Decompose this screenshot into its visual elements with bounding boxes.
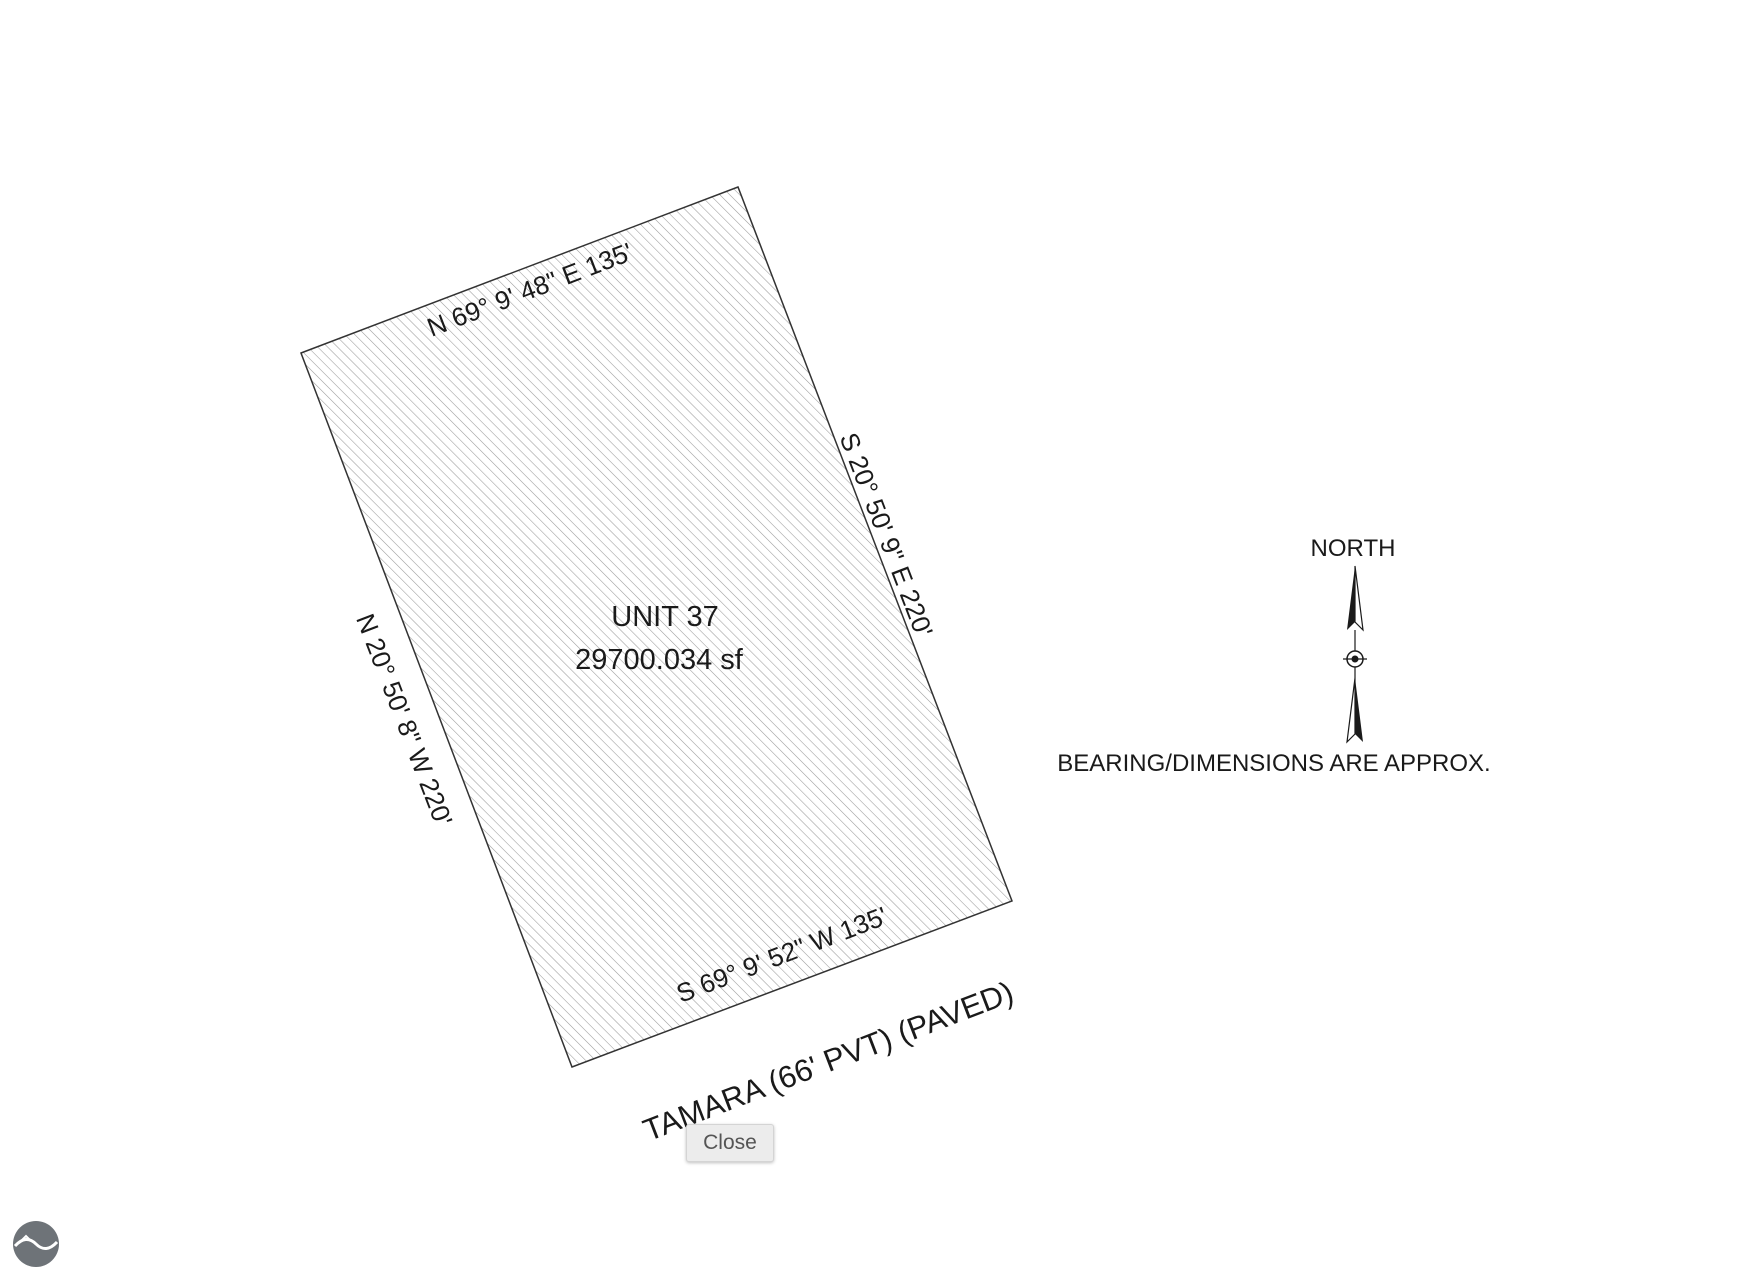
close-button[interactable]: Close [686,1124,774,1162]
unit-label: UNIT 37 [611,601,718,633]
logo-icon [13,1221,59,1267]
north-label: NORTH [1311,535,1396,562]
parcel-polygon [300,186,1013,1068]
area-label: 29700.034 sf [575,644,744,676]
north-arrow-icon [1343,565,1367,744]
disclaimer-text: BEARING/DIMENSIONS ARE APPROX. [1057,750,1490,777]
